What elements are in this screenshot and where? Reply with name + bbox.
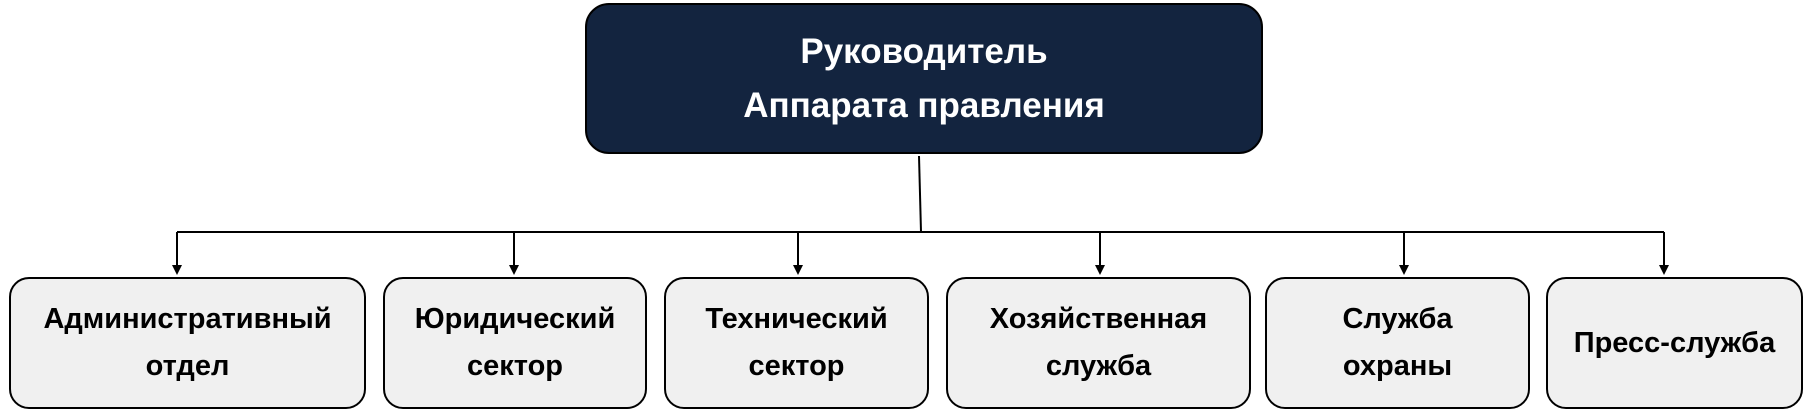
root-node-line-1: Руководитель (800, 31, 1048, 71)
node-label-line-2: сектор (466, 350, 564, 382)
node-label-line-1: Пресс-служба (1573, 326, 1776, 359)
root-node-head-of-office: Руководитель Аппарата правления (585, 3, 1263, 154)
node-legal-sector: Юридический сектор (383, 277, 647, 409)
node-label-line-1: Административный (43, 303, 332, 335)
node-label-line-1: Юридический (414, 303, 616, 335)
node-label-line-1: Служба (1342, 303, 1453, 335)
root-node-line-2: Аппарата правления (743, 85, 1105, 125)
node-label-line-2: сектор (748, 350, 845, 382)
node-label-line-2: отдел (145, 350, 230, 382)
node-label-line-1: Хозяйственная (989, 303, 1208, 335)
node-administrative-department: Административный отдел (9, 277, 366, 409)
node-security-service: Служба охраны (1265, 277, 1530, 409)
node-label-line-1: Технический (705, 303, 888, 335)
node-technical-sector: Технический сектор (664, 277, 929, 409)
node-household-service: Хозяйственная служба (946, 277, 1251, 409)
node-press-service: Пресс-служба (1546, 277, 1803, 409)
node-label-line-2: служба (1045, 350, 1152, 382)
node-label-line-2: охраны (1342, 350, 1453, 382)
root-stem-line (918, 155, 922, 233)
